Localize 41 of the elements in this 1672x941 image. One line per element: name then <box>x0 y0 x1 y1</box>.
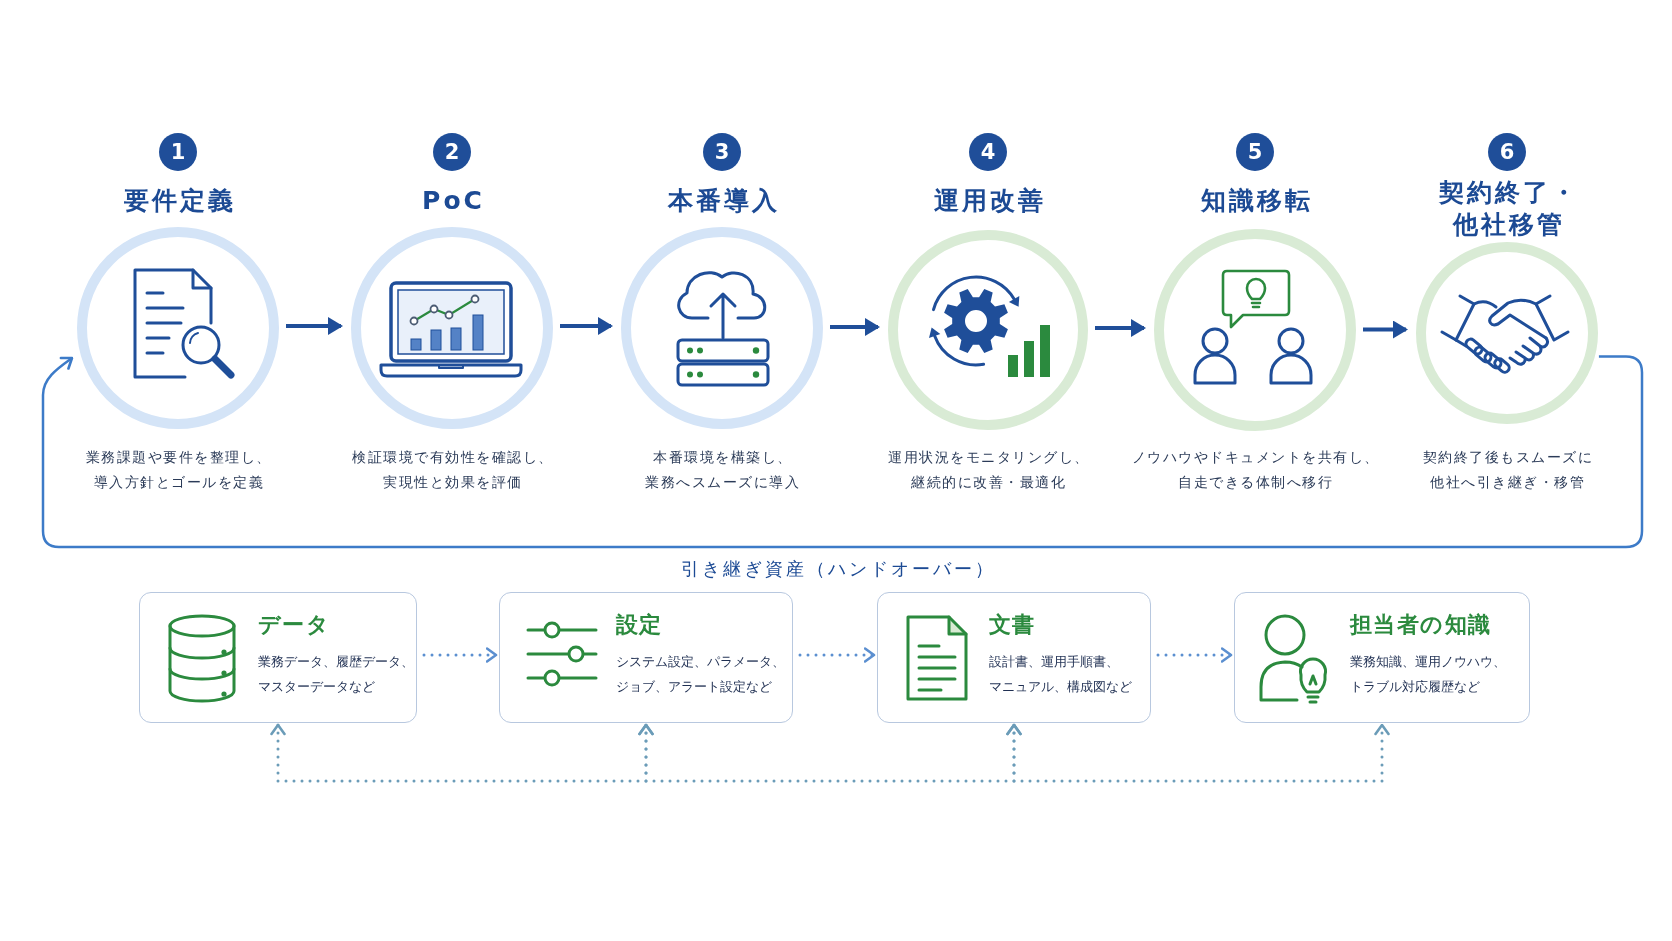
number-badge: 6 <box>1488 133 1526 171</box>
card-text: 設計書、運用手順書、マニュアル、構成図など <box>988 652 1132 696</box>
loop-arrow <box>41 355 1644 549</box>
dotted-arrow <box>1156 647 1233 663</box>
number-badge: 3 <box>703 133 741 171</box>
step-title: 運用改善 <box>932 185 1046 217</box>
step-description: ノウハウやドキュメントを共有し、自走できる体制へ移行 <box>1130 448 1380 492</box>
asset-card <box>499 592 793 723</box>
dotted-arrow <box>422 647 498 663</box>
step-description: 契約終了後もスムーズに他社へ引き継ぎ・移管 <box>1421 448 1593 492</box>
asset-card <box>1234 592 1530 723</box>
step-title: 知識移転 <box>1199 185 1313 217</box>
section-heading: 引き継ぎ資産（ハンドオーバー） <box>680 557 996 581</box>
step-description: 業務課題や要件を整理し、導入方針とゴールを定義 <box>84 448 272 492</box>
card-title: 担当者の知識 <box>1349 610 1492 639</box>
dotted-arrow <box>798 647 876 663</box>
dotted-connector <box>1006 723 1390 783</box>
arrow <box>830 318 880 336</box>
step-title: 本番導入 <box>666 185 780 217</box>
card-title: データ <box>257 610 330 639</box>
arrow <box>286 317 343 335</box>
card-title: 設定 <box>615 610 663 639</box>
number-badge: 5 <box>1236 133 1274 171</box>
step-description: 運用状況をモニタリングし、継続的に改善・最適化 <box>887 448 1090 492</box>
card-text: 業務知識、運用ノウハウ、トラブル対応履歴など <box>1349 652 1506 696</box>
step-title: PoC <box>421 185 485 217</box>
step-description: 本番環境を構築し、業務へスムーズに導入 <box>644 448 801 492</box>
arrow <box>1363 320 1408 339</box>
step-title: 要件定義 <box>122 185 236 217</box>
step-title: 契約終了・他社移管 <box>1437 177 1579 241</box>
card-text: 業務データ、履歴データ、マスターデータなど <box>257 652 414 696</box>
arrow <box>560 317 613 335</box>
asset-card <box>877 592 1151 723</box>
arrow <box>1095 319 1146 337</box>
asset-card <box>139 592 417 723</box>
card-title: 文書 <box>988 610 1036 639</box>
step-description: 検証環境で有効性を確認し、実現性と効果を評価 <box>351 448 554 492</box>
number-badge: 2 <box>433 133 471 171</box>
card-text: システム設定、パラメータ、ジョブ、アラート設定など <box>615 652 785 696</box>
number-badge: 1 <box>159 133 197 171</box>
number-badge: 4 <box>969 133 1007 171</box>
